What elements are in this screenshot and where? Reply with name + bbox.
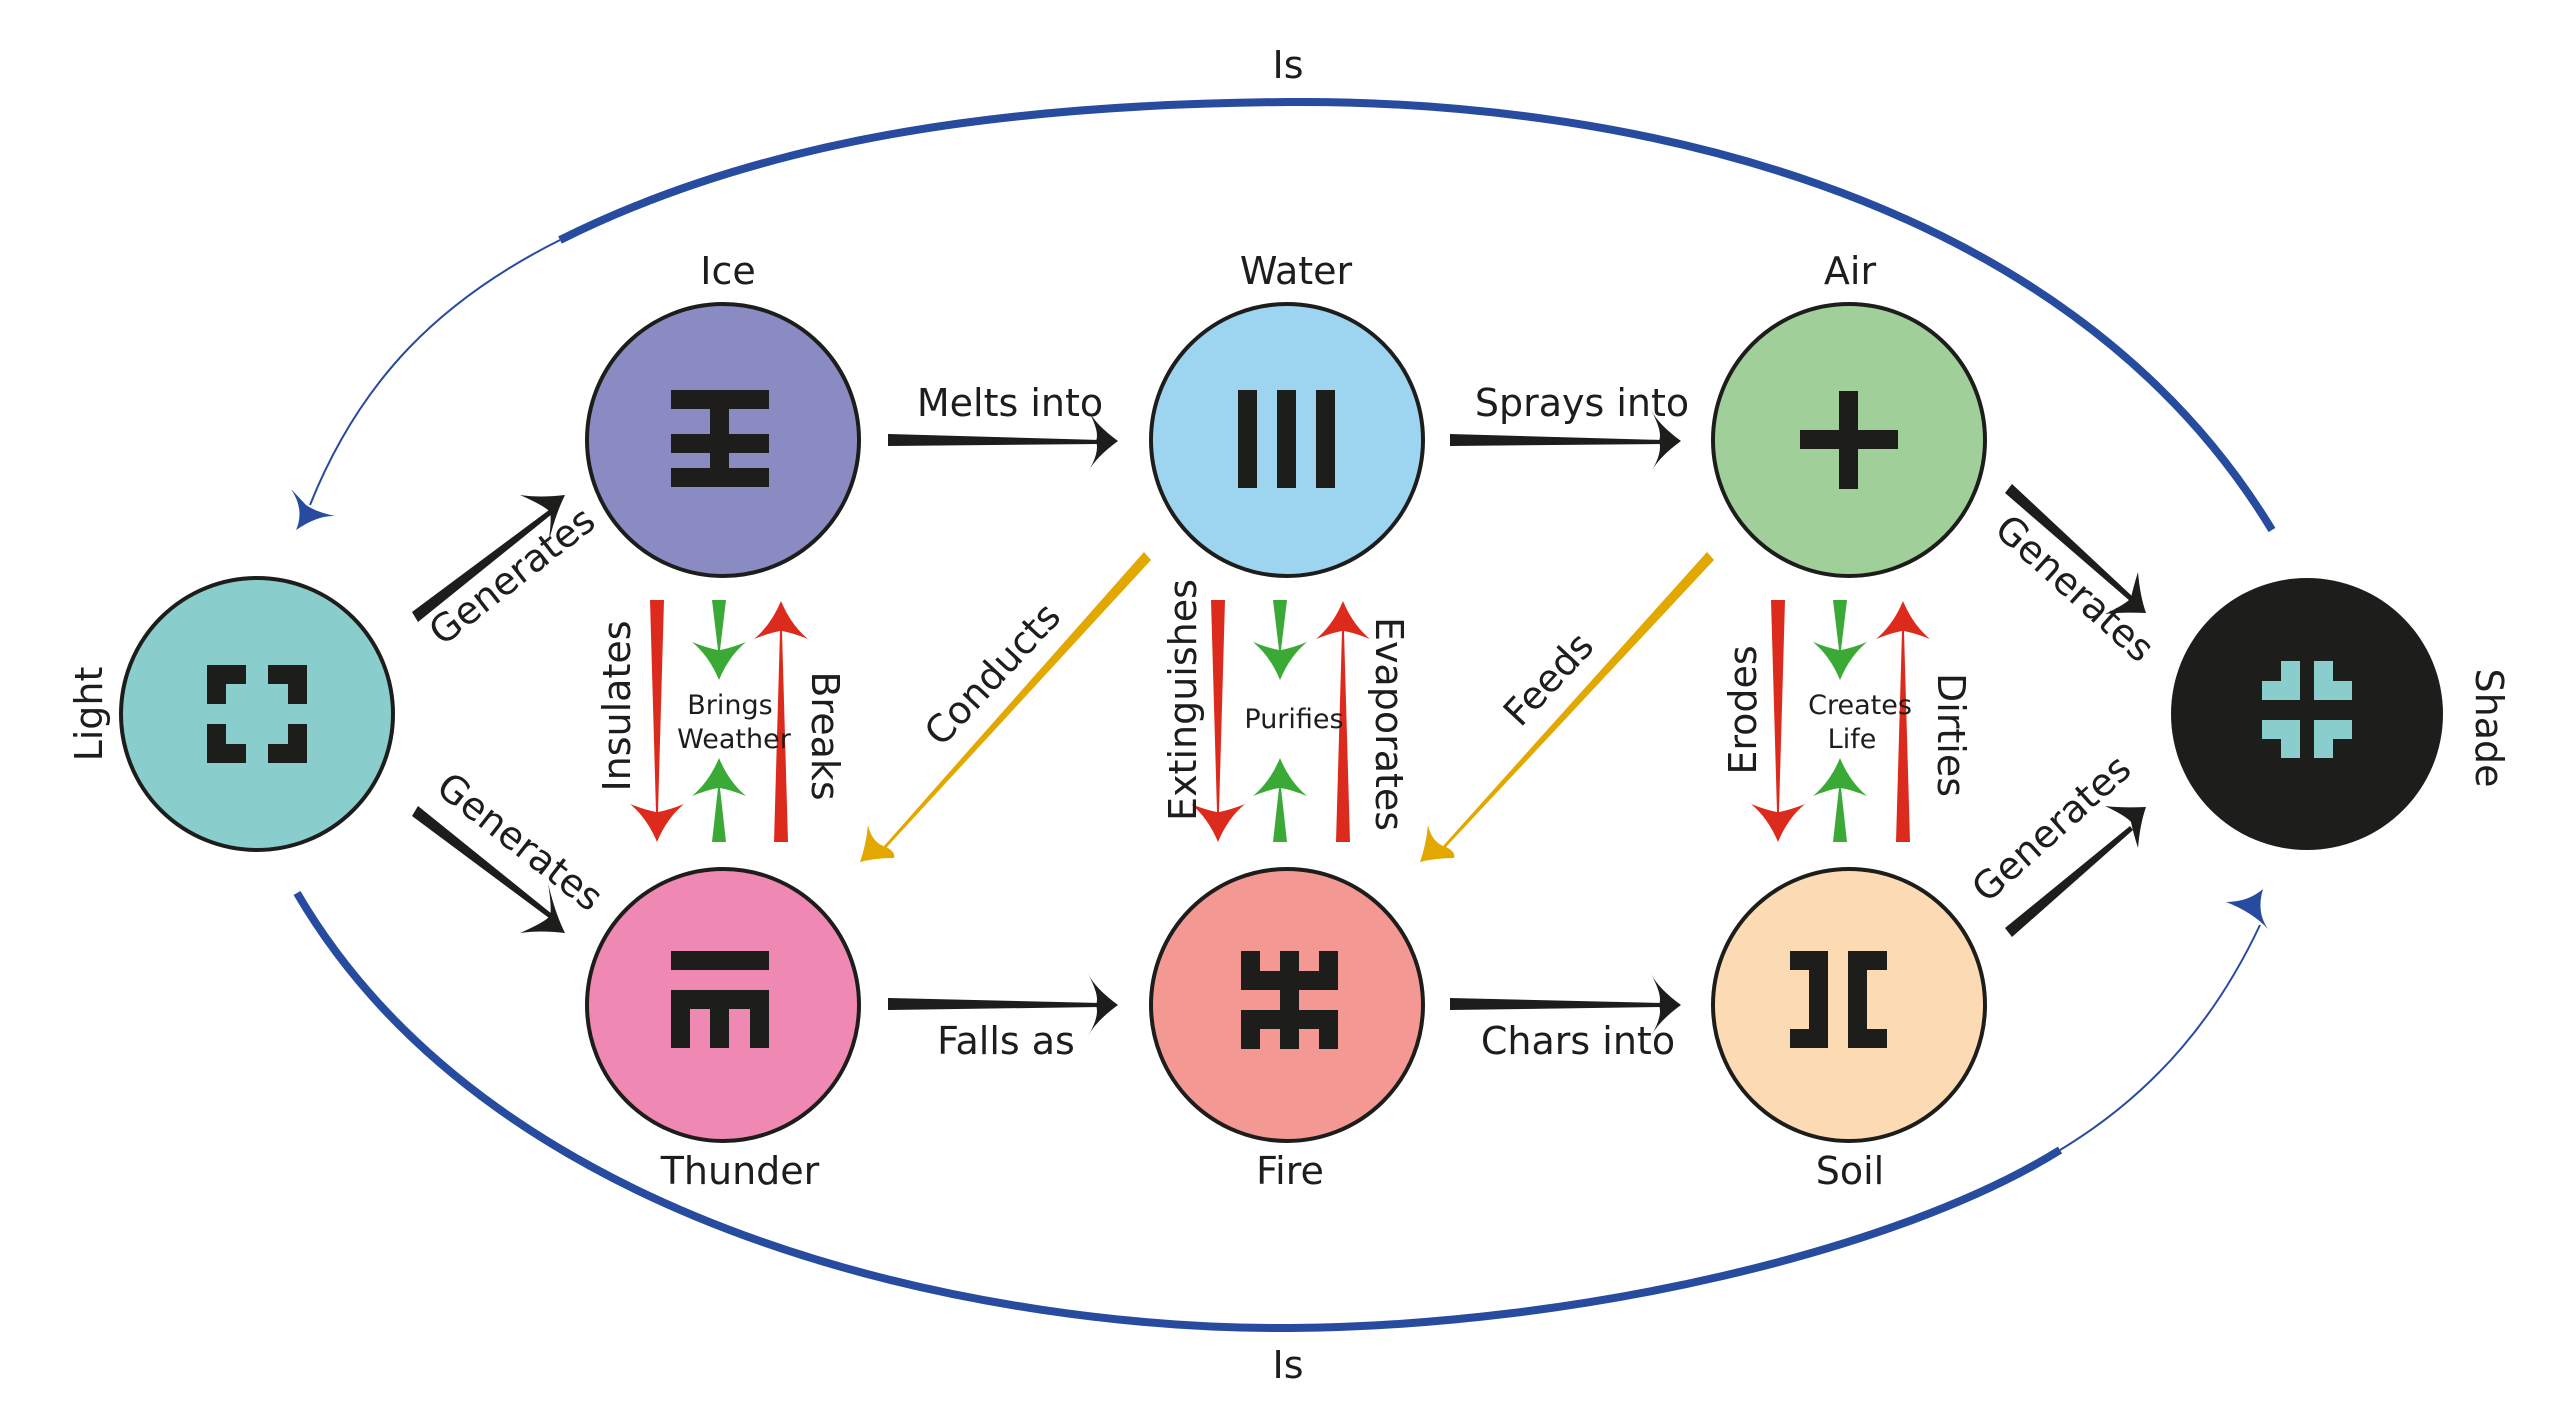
vertical-arrow-clusters xyxy=(630,600,1930,842)
edge-label-insulates: Insulates xyxy=(595,620,639,791)
arrow-shaft xyxy=(412,806,552,918)
ice-rune-icon xyxy=(671,390,769,487)
edge-label-extinguishes: Extinguishes xyxy=(1161,579,1205,821)
arrow-air-soil-up-red xyxy=(1876,601,1930,842)
arrowhead xyxy=(1651,410,1681,472)
edge-label-generates-soil-shade: Generates xyxy=(1963,746,2139,911)
arrow-shaft xyxy=(1450,434,1663,446)
node-shade[interactable] xyxy=(2171,578,2443,850)
node-thunder[interactable] xyxy=(585,867,861,1143)
outer-arc-bottom xyxy=(293,889,2268,1333)
arrow-shaft xyxy=(888,434,1100,446)
plus-cross-icon xyxy=(1800,391,1898,489)
arrowhead xyxy=(2105,806,2146,848)
arrow-light-to-ice xyxy=(412,495,565,622)
arrow-ice-thunder-mutual-up-green xyxy=(692,758,746,842)
arc-top-arrowhead xyxy=(291,489,335,530)
node-label-light: Light xyxy=(67,667,111,762)
arrow-light-to-thunder xyxy=(412,806,565,933)
thunder-rune-icon xyxy=(671,951,769,1048)
arrowhead xyxy=(1088,974,1118,1036)
node-soil[interactable] xyxy=(1711,867,1987,1143)
node-label-soil: Soil xyxy=(1816,1149,1885,1193)
node-label-air: Air xyxy=(1824,249,1877,293)
arrow-ice-to-water xyxy=(888,410,1118,472)
corner-brackets-icon xyxy=(207,665,307,763)
outer-arc-top xyxy=(291,97,2276,533)
arc-top-thick xyxy=(558,97,2276,533)
edge-label-sprays-into: Sprays into xyxy=(1475,381,1689,425)
arrow-air-soil-mutual-down-green xyxy=(1813,600,1867,680)
edge-label-purifies: Purifies xyxy=(1244,704,1343,735)
arrowhead xyxy=(520,495,565,545)
arrow-air-to-shade xyxy=(2005,484,2146,614)
arc-bottom-thick xyxy=(293,890,2063,1333)
arc-top-thin xyxy=(309,239,561,506)
arrow-air-to-fire xyxy=(1420,552,1714,862)
arrow-water-fire-mutual-up-green xyxy=(1253,758,1307,842)
arrow-ice-thunder-down-red xyxy=(630,600,684,842)
arrow-water-fire-down-red xyxy=(1191,600,1245,842)
arrow-ice-thunder-mutual-down-green xyxy=(692,600,746,680)
arrow-water-fire-up-red xyxy=(1316,601,1370,842)
edge-label-melts-into: Melts into xyxy=(917,381,1103,425)
node-label-shade: Shade xyxy=(2467,669,2511,788)
arrow-fire-to-soil xyxy=(1450,974,1681,1036)
arrow-shaft xyxy=(888,998,1100,1010)
inward-corners-icon xyxy=(2262,661,2352,758)
three-bars-icon xyxy=(1238,390,1335,488)
edge-label-breaks: Breaks xyxy=(803,671,847,800)
node-ice[interactable] xyxy=(585,302,861,578)
arrowhead xyxy=(1088,410,1118,472)
node-label-thunder: Thunder xyxy=(660,1149,820,1193)
node-label-fire: Fire xyxy=(1256,1149,1324,1193)
edge-label-brings-weather-line1: Brings xyxy=(687,690,772,721)
arrow-water-to-air xyxy=(1450,410,1681,472)
edge-label-brings-weather-line2: Weather xyxy=(677,724,792,755)
edge-label-falls-as: Falls as xyxy=(937,1019,1075,1063)
edge-label-feeds: Feeds xyxy=(1495,624,1603,735)
node-label-ice: Ice xyxy=(700,249,755,293)
arrowhead xyxy=(520,883,565,933)
arrow-water-fire-mutual-down-green xyxy=(1253,600,1307,680)
arrow-ice-thunder-up-red xyxy=(754,601,808,842)
arrowhead xyxy=(1420,825,1455,862)
arrow-shaft xyxy=(884,552,1151,848)
edge-label-dirties: Dirties xyxy=(1929,673,1973,797)
arrow-shaft xyxy=(412,510,552,622)
arc-bottom-thin xyxy=(2059,924,2261,1151)
edge-label-erodes: Erodes xyxy=(1721,645,1765,774)
edge-label-creates-life-line2: Life xyxy=(1828,724,1877,755)
node-fire[interactable] xyxy=(1149,867,1425,1143)
arrow-air-soil-mutual-up-green xyxy=(1813,758,1867,842)
node-air[interactable] xyxy=(1711,302,1987,578)
arc-bottom-arrowhead xyxy=(2226,889,2268,929)
node-light[interactable] xyxy=(119,576,395,852)
edge-label-chars-into: Chars into xyxy=(1481,1019,1675,1063)
node-shade-circle xyxy=(2171,578,2443,850)
arrowhead xyxy=(1651,974,1681,1036)
edge-label-is-top: Is xyxy=(1272,43,1303,87)
arrow-soil-to-shade xyxy=(2005,806,2146,937)
arrowhead xyxy=(2105,572,2146,614)
arrow-air-soil-down-red xyxy=(1751,600,1805,842)
arrow-shaft xyxy=(2005,826,2133,937)
facing-brackets-icon xyxy=(1790,951,1887,1048)
arrow-shaft xyxy=(2005,484,2133,601)
edge-label-evaporates: Evaporates xyxy=(1367,617,1411,831)
arrow-water-to-thunder xyxy=(860,552,1151,862)
arrow-shaft xyxy=(1450,998,1663,1010)
edge-label-generates-light-ice: Generates xyxy=(421,498,604,654)
arrow-thunder-to-fire xyxy=(888,974,1118,1036)
fire-rune-icon xyxy=(1241,951,1338,1049)
node-water[interactable] xyxy=(1149,302,1425,578)
edge-label-is-bottom: Is xyxy=(1272,1343,1303,1387)
arrowhead xyxy=(860,825,895,862)
arrow-shaft xyxy=(1443,552,1714,848)
edge-label-creates-life-line1: Creates xyxy=(1808,690,1912,721)
node-label-water: Water xyxy=(1240,249,1353,293)
node-light-circle xyxy=(119,576,395,852)
